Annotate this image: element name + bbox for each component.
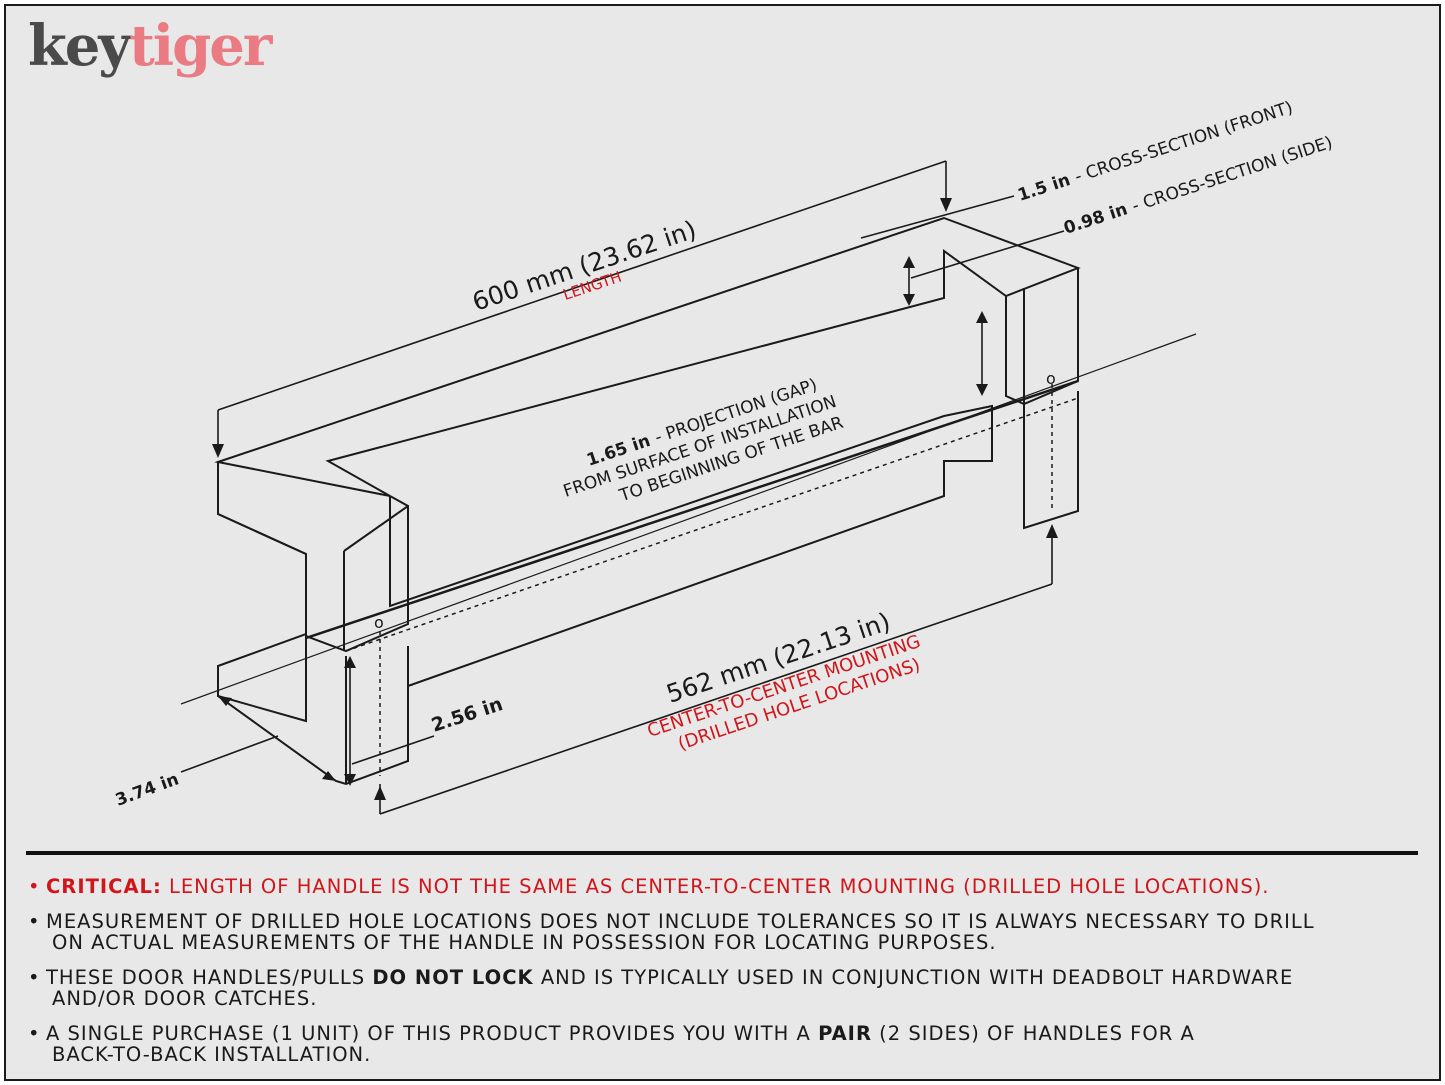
note-pair: • A SINGLE PURCHASE (1 UNIT) OF THIS PRO… <box>26 1023 1426 1065</box>
arrow-post-top <box>344 656 356 668</box>
left-foot <box>217 632 307 723</box>
arrow-c2c-right <box>1046 524 1058 538</box>
hole-mark-right: o <box>1046 369 1056 388</box>
arrow-front-top <box>903 256 915 268</box>
arrow-front-bottom <box>903 294 915 306</box>
note-tolerance-line1: MEASUREMENT OF DRILLED HOLE LOCATIONS DO… <box>46 910 1315 933</box>
bullet: • <box>28 966 41 989</box>
foot-depth-label: 3.74 in <box>113 769 182 810</box>
note-tolerance: • MEASUREMENT OF DRILLED HOLE LOCATIONS … <box>26 911 1426 953</box>
bar-lower-face <box>389 404 993 687</box>
note-lock-line2: AND/OR DOOR CATCHES. <box>52 987 318 1010</box>
arrow-gap-top <box>976 311 988 323</box>
divider-rule <box>26 851 1418 855</box>
critical-text: LENGTH OF HANDLE IS NOT THE SAME AS CENT… <box>168 875 1270 898</box>
note-critical: • CRITICAL: LENGTH OF HANDLE IS NOT THE … <box>26 876 1426 897</box>
handle-drawing: o o 600 mm (23.62 in) LENGTH 1.5 in- CRO… <box>113 98 1335 815</box>
arrow-length-left <box>212 444 224 458</box>
brand-logo: keytiger <box>28 18 272 74</box>
right-foot <box>1023 391 1079 530</box>
length-value: 600 mm (23.62 in) <box>469 215 700 317</box>
note-lock-pre: THESE DOOR HANDLES/PULLS <box>46 966 366 989</box>
bullet: • <box>28 875 41 898</box>
critical-label: CRITICAL: <box>46 875 162 898</box>
bullet: • <box>28 1022 41 1045</box>
brand-tiger: tiger <box>128 13 272 79</box>
note-pair-post: (2 SIDES) OF HANDLES FOR A <box>879 1022 1195 1045</box>
side-label: 0.98 in- CROSS-SECTION (SIDE) <box>1061 133 1335 239</box>
side-value: 0.98 in <box>1061 199 1130 238</box>
post-height-label: 2.56 in <box>429 693 506 737</box>
note-pair-line2: BACK-TO-BACK INSTALLATION. <box>52 1043 372 1066</box>
arrow-c2c-left <box>374 786 386 800</box>
bar-top-face <box>214 216 1081 497</box>
diagram-frame: keytiger <box>4 4 1441 1081</box>
brand-key: key <box>28 13 131 79</box>
arrow-length-right <box>940 198 952 212</box>
bullet: • <box>28 910 41 933</box>
hole-mark-left: o <box>374 613 384 632</box>
arrow-post-bottom <box>344 774 356 786</box>
note-tolerance-line2: ON ACTUAL MEASUREMENTS OF THE HANDLE IN … <box>52 931 997 954</box>
front-value: 1.5 in <box>1015 170 1073 206</box>
note-pair-pre: A SINGLE PURCHASE (1 UNIT) OF THIS PRODU… <box>46 1022 811 1045</box>
note-lock-post: AND IS TYPICALLY USED IN CONJUNCTION WIT… <box>540 966 1294 989</box>
note-lock: • THESE DOOR HANDLES/PULLS DO NOT LOCK A… <box>26 967 1426 1009</box>
notes-list: • CRITICAL: LENGTH OF HANDLE IS NOT THE … <box>26 876 1426 1079</box>
arrow-foot-a <box>218 696 232 706</box>
note-lock-strong: DO NOT LOCK <box>372 966 534 989</box>
arrow-gap-bottom <box>976 384 988 396</box>
note-pair-strong: PAIR <box>818 1022 872 1045</box>
arrow-foot-b <box>322 771 336 781</box>
